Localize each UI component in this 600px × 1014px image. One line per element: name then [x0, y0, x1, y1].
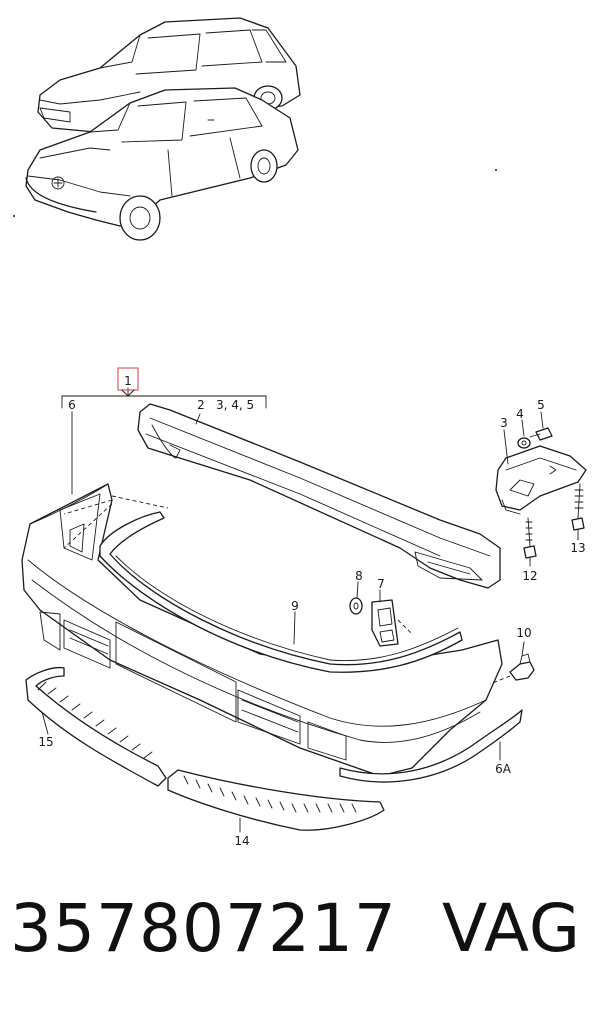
bolt-5	[529, 427, 553, 441]
callout-7: 7	[377, 577, 385, 591]
footer: 357807217 VAG	[0, 880, 600, 990]
mounting-bracket	[495, 445, 587, 515]
stray-dot	[495, 169, 497, 171]
callout-8: 8	[355, 569, 363, 583]
spoiler-14	[167, 769, 385, 831]
leader-lines	[41, 411, 579, 833]
car-illustration	[25, 17, 301, 241]
assembly-bracket	[61, 367, 267, 409]
callout-6: 6	[68, 398, 76, 412]
callout-3: 3	[500, 416, 508, 430]
bumper-reinforcement	[137, 403, 501, 589]
screw-13	[571, 483, 585, 531]
stray-dot	[13, 215, 15, 217]
callout-6a: 6A	[495, 762, 512, 776]
guide-7	[371, 599, 413, 647]
callout-12: 12	[522, 569, 537, 583]
moulding-strip	[99, 511, 463, 673]
callout-13: 13	[570, 541, 585, 555]
callout-labels: 1 6 2 3, 4, 5 3 4 5 12 13 8 7 9 10 15 6A…	[38, 374, 585, 848]
callout-10: 10	[516, 626, 531, 640]
callout-14: 14	[234, 834, 249, 848]
highlight-box	[117, 367, 139, 391]
sedan-car	[25, 87, 299, 241]
bumper-cover	[21, 483, 503, 777]
callout-5: 5	[537, 398, 545, 412]
callout-15: 15	[38, 735, 53, 749]
callout-3-4-5: 3, 4, 5	[216, 398, 254, 412]
nut-8	[349, 597, 363, 615]
callout-2: 2	[197, 398, 205, 412]
part-number: 357807217	[10, 890, 397, 967]
washer-4	[517, 437, 531, 449]
clip-10	[489, 653, 535, 685]
callout-1: 1	[124, 374, 132, 388]
callout-9: 9	[291, 599, 299, 613]
spoiler-15	[25, 666, 167, 787]
screw-12	[523, 517, 537, 559]
side-strip	[339, 709, 523, 783]
callout-4: 4	[516, 407, 524, 421]
brand-name: VAG	[442, 890, 582, 967]
